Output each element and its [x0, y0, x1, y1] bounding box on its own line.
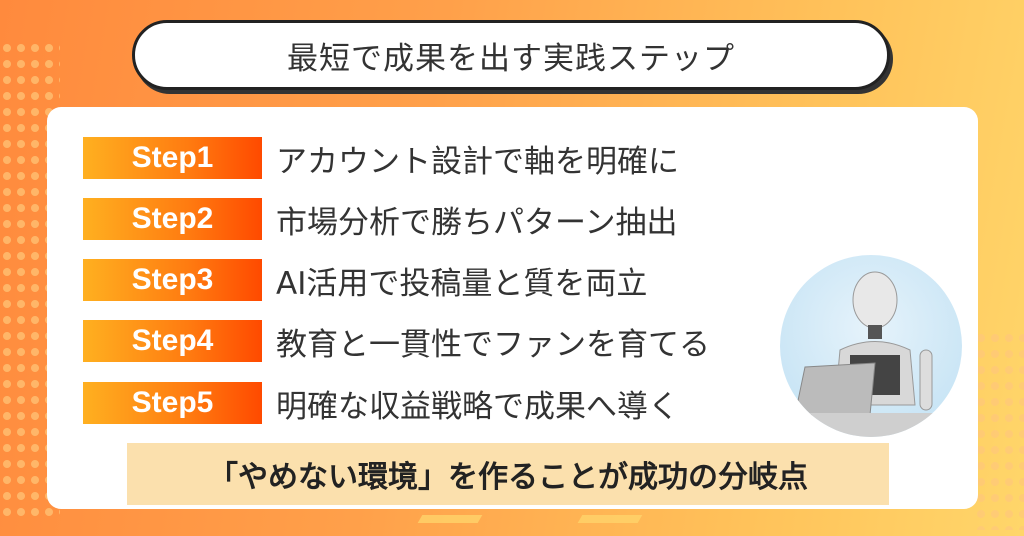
step-row-3: Step3 AI活用で投稿量と質を両立 — [83, 259, 648, 302]
step-row-2: Step2 市場分析で勝ちパターン抽出 — [83, 198, 678, 241]
step-row-5: Step5 明確な収益戦略で成果へ導く — [83, 382, 679, 425]
decor-stripe — [577, 515, 643, 523]
robot-laptop-image — [780, 255, 962, 437]
step-text: 市場分析で勝ちパターン抽出 — [276, 204, 678, 241]
step-badge: Step4 — [83, 320, 262, 362]
page-title: 最短で成果を出す実践ステップ — [132, 20, 890, 90]
step-badge: Step2 — [83, 198, 262, 240]
highlight-banner: 「やめない環境」を作ることが成功の分岐点 — [127, 443, 889, 505]
step-row-4: Step4 教育と一貫性でファンを育てる — [83, 320, 710, 363]
step-text: AI活用で投稿量と質を両立 — [276, 265, 648, 302]
step-text: 明確な収益戦略で成果へ導く — [276, 388, 679, 425]
decor-stripe — [417, 515, 483, 523]
step-text: 教育と一貫性でファンを育てる — [276, 326, 710, 363]
step-text: アカウント設計で軸を明確に — [276, 143, 679, 180]
step-badge: Step5 — [83, 382, 262, 424]
step-row-1: Step1 アカウント設計で軸を明確に — [83, 137, 679, 180]
step-badge: Step1 — [83, 137, 262, 179]
decor-dots-right — [974, 330, 1024, 530]
step-badge: Step3 — [83, 259, 262, 301]
